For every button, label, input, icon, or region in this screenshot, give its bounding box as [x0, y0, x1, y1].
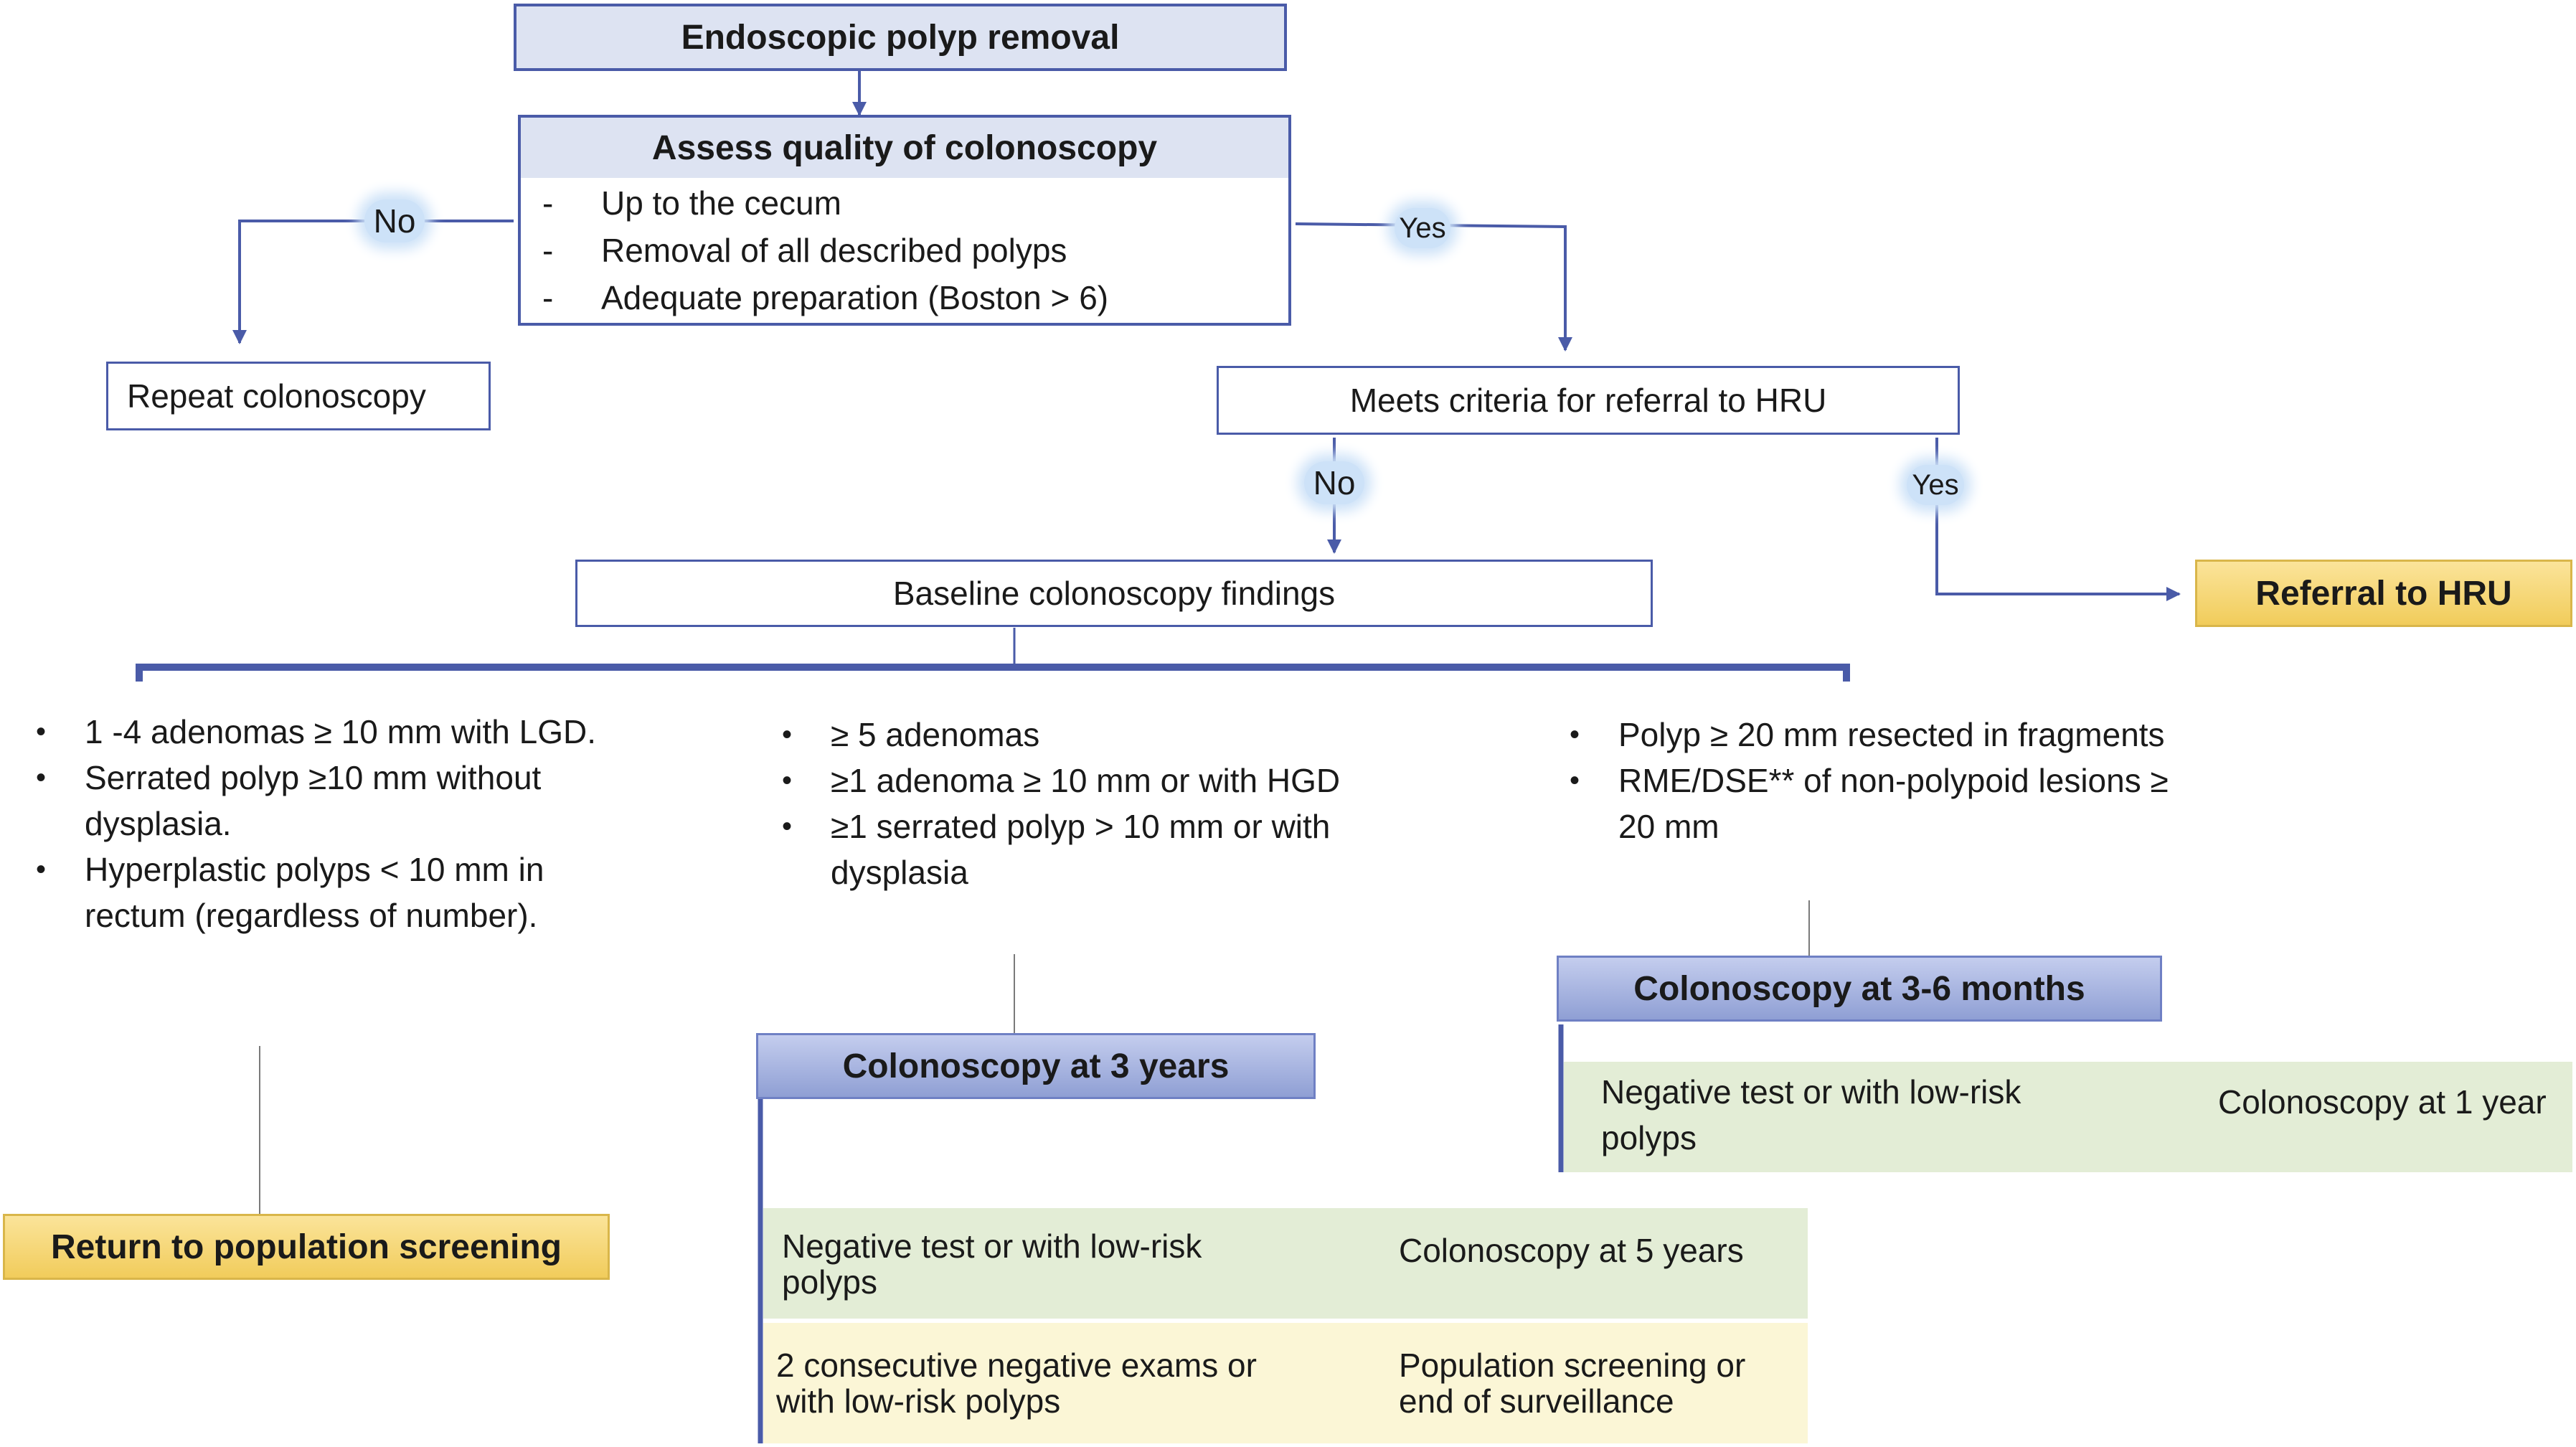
- colonoscopy-3-6-months-label: Colonoscopy at 3-6 months: [1633, 969, 2085, 1008]
- assess-title: Assess quality of colonoscopy: [521, 118, 1288, 178]
- followup-condition: Negative test or with low-risk polyps: [782, 1227, 1202, 1301]
- followup-condition: Negative test or with low-risk polyps: [1601, 1073, 2021, 1156]
- assess-box: Assess quality of colonoscopy Up to the …: [518, 115, 1291, 326]
- line-criteria-to-referral: [1935, 438, 2181, 601]
- baseline-label: Baseline colonoscopy findings: [892, 575, 1336, 612]
- referral-label: Referral to HRU: [2255, 574, 2512, 613]
- criteria-label: Meets criteria for referral to HRU: [1349, 382, 1827, 419]
- criteria-item: 1 -4 adenomas ≥ 10 mm with LGD.: [19, 709, 614, 755]
- label-no-criteria: No: [1304, 461, 1364, 504]
- baseline-findings-box: Baseline colonoscopy findings: [575, 560, 1653, 627]
- assess-item: Adequate preparation (Boston > 6): [521, 274, 1288, 321]
- middle-criteria-list: ≥ 5 adenomas ≥1 adenoma ≥ 10 mm or with …: [765, 712, 1382, 895]
- criteria-item: Polyp ≥ 20 mm resected in fragments: [1552, 712, 2169, 758]
- colonoscopy-3-years-label: Colonoscopy at 3 years: [842, 1047, 1230, 1085]
- return-screening-label: Return to population screening: [50, 1227, 562, 1266]
- start-label: Endoscopic polyp removal: [681, 18, 1120, 57]
- criteria-item: Serrated polyp ≥10 mm without dysplasia.: [19, 755, 614, 847]
- right-criteria-list: Polyp ≥ 20 mm resected in fragments RME/…: [1552, 712, 2169, 849]
- colonoscopy-3-6-months-box: Colonoscopy at 3-6 months: [1557, 956, 2162, 1022]
- criteria-item: Hyperplastic polyps < 10 mm in rectum (r…: [19, 847, 614, 938]
- criteria-box: Meets criteria for referral to HRU: [1217, 366, 1960, 435]
- label-no-quality: No: [364, 199, 425, 242]
- repeat-label: Repeat colonoscopy: [127, 377, 426, 415]
- criteria-item: ≥1 adenoma ≥ 10 mm or with HGD: [765, 758, 1382, 803]
- criteria-item: RME/DSE** of non-polypoid lesions ≥ 20 m…: [1552, 758, 2169, 849]
- line-yes-to-criteria: [1295, 222, 1572, 352]
- followup-row-1-year: Negative test or with low-risk polyps Co…: [1564, 1062, 2572, 1172]
- followup-result: Colonoscopy at 1 year: [2218, 1083, 2547, 1121]
- assess-item: Removal of all described polyps: [521, 227, 1288, 274]
- criteria-item: ≥ 5 adenomas: [765, 712, 1382, 758]
- followup-row-end-surveillance: 2 consecutive negative exams or with low…: [763, 1323, 1808, 1443]
- referral-hru-box: Referral to HRU: [2195, 560, 2572, 627]
- criteria-item: ≥1 serrated polyp > 10 mm or with dyspla…: [765, 803, 1382, 895]
- colonoscopy-3-years-box: Colonoscopy at 3 years: [756, 1033, 1316, 1099]
- assess-item: Up to the cecum: [521, 179, 1288, 227]
- followup-result: Colonoscopy at 5 years: [1399, 1232, 1744, 1269]
- label-yes-quality: Yes: [1395, 208, 1450, 248]
- followup-condition: 2 consecutive negative exams or with low…: [776, 1347, 1257, 1420]
- followup-result: Population screening or end of surveilla…: [1399, 1347, 1746, 1420]
- followup-row-5-years: Negative test or with low-risk polyps Co…: [763, 1208, 1808, 1319]
- branch-bracket: [136, 664, 1850, 682]
- return-screening-box: Return to population screening: [3, 1214, 610, 1280]
- label-yes-criteria: Yes: [1907, 465, 1964, 505]
- repeat-colonoscopy-box: Repeat colonoscopy: [106, 362, 491, 430]
- start-box: Endoscopic polyp removal: [514, 4, 1287, 71]
- left-criteria-list: 1 -4 adenomas ≥ 10 mm with LGD. Serrated…: [19, 709, 614, 938]
